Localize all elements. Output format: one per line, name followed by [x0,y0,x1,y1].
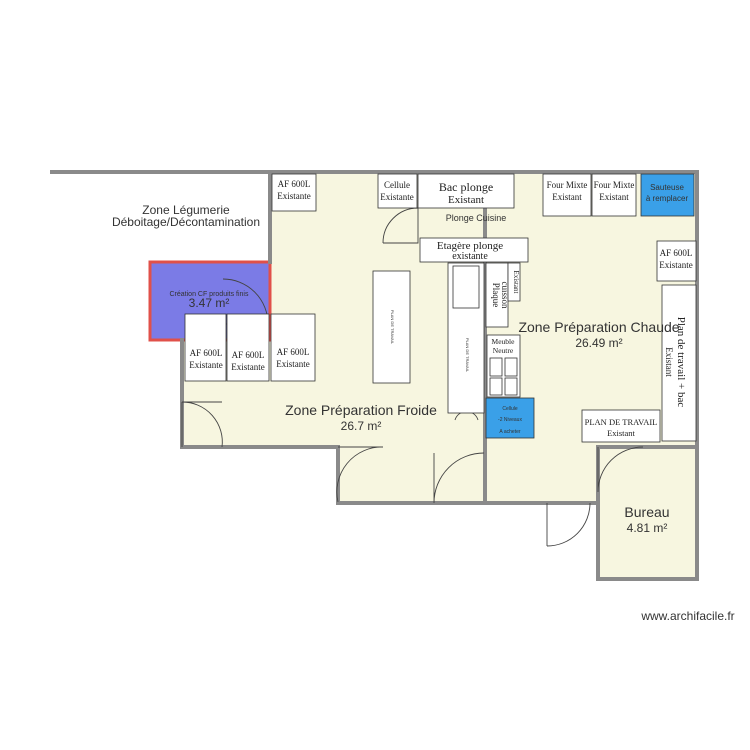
cf-label: Création CF produits finis [170,291,249,298]
bureau-area: 4.81 m² [627,521,668,535]
plan-travail-bac[interactable] [661,284,697,442]
zone-labels: Zone Légumerie Déboitage/Décontamination… [112,203,680,535]
af-a-l1: AF 600L [190,348,223,358]
etagere-l2: existante [452,251,488,262]
bureau-name: Bureau [624,504,669,520]
watermark[interactable]: www.archifacile.fr [640,609,734,623]
plan-ex-l1: PLAN DE TRAVAIL [585,417,658,427]
af-600l-right[interactable] [656,240,697,282]
af-600l-a[interactable] [184,313,227,382]
four2-l2: Existant [599,192,629,202]
bac-plonge-l1: Bac plonge [439,180,493,194]
bureau-floor [598,447,697,579]
cellule-a-acheter[interactable] [485,397,535,439]
plan-travail-froide[interactable] [372,270,411,384]
af-top-l2: Existante [277,191,311,201]
top-wall [50,170,699,449]
plaque-cuisson-2[interactable] [507,262,521,302]
legumerie-l2: Déboitage/Décontamination [112,215,260,229]
meuble-cell-3 [489,377,503,396]
af-a-l2: Existante [189,360,223,370]
bureau-wall [596,445,699,581]
froide-area: 26.7 m² [341,419,382,433]
cellule-existante[interactable] [377,173,418,209]
af-600l-b[interactable] [226,313,270,382]
af-b-l2: Existante [231,362,265,372]
small-box-1[interactable] [452,265,480,309]
af-right-l2: Existante [659,260,693,270]
main-floor [150,172,697,503]
froide-name: Zone Préparation Froide [285,402,437,418]
door-froide2 [433,452,485,504]
af-c-l1: AF 600L [277,347,310,357]
floor-areas [150,172,697,579]
door-left [181,401,223,448]
sauteuse-l1: Sauteuse [650,183,684,192]
plan-ex-l2: Existant [607,428,635,438]
cf-area: 3.47 m² [189,296,230,310]
af-600l-top[interactable] [271,173,317,212]
four-mixte-2[interactable] [591,173,637,217]
door-bureau-top [597,446,644,493]
four1-l1: Four Mixte [547,180,588,190]
plaque1-l1: Plaque [491,283,501,308]
door-froide [336,446,384,503]
cellule-l2: Existante [380,192,414,202]
af-c-l2: Existante [276,359,310,369]
cellule-small-l3: A acheter [499,429,520,435]
legumerie-l1: Zone Légumerie [142,203,230,217]
cellule-small-l1: Cellule [502,406,518,412]
plan-bac-l2: Existant [664,347,674,377]
bac-plonge-l2: Existant [448,194,484,206]
af-right-l1: AF 600L [660,248,693,258]
af-600l-c[interactable] [270,313,316,382]
door-bureau [546,502,591,547]
meuble-cell-1 [489,357,503,377]
plan-travail-existant[interactable] [581,409,661,443]
meuble-l1: Meuble [492,337,516,346]
etagere-plonge[interactable] [419,237,529,263]
plonge-cuisine-label: Plonge Cuisine [446,213,507,223]
doors [181,207,644,547]
sauteuse-l2: à remplacer [646,194,689,203]
meuble-cell-4 [504,377,518,396]
four1-l2: Existant [552,192,582,202]
meuble-cell-2 [504,357,518,377]
plaque2-l1: Existant [512,271,520,294]
door-cellule [382,207,419,244]
etagere-l1: Etagère plonge [437,240,503,252]
plan-bac-l1: Plan de travail + bac [675,317,687,408]
cellule-small-l2: -2 Niveaux [498,417,522,423]
bac-plonge[interactable] [417,173,515,209]
plan-froide-label: PLAN DE TRAVAIL [390,310,395,345]
meuble-l2: Neutre [493,346,514,355]
plan-travail-vertical: PLAN DE TRAVAIL [465,338,470,373]
af-top-l1: AF 600L [278,179,311,189]
cellule-l1: Cellule [384,180,410,190]
equipment: AF 600L Existante Cellule Existante Bac … [184,173,697,443]
four-mixte-1[interactable] [542,173,592,217]
chaude-area: 26.49 m² [575,336,622,350]
af-b-l1: AF 600L [232,350,265,360]
plaque1-l2: cuisson [500,282,510,310]
sauteuse[interactable] [640,173,695,217]
four2-l1: Four Mixte [594,180,635,190]
chaude-name: Zone Préparation Chaude [518,319,679,335]
